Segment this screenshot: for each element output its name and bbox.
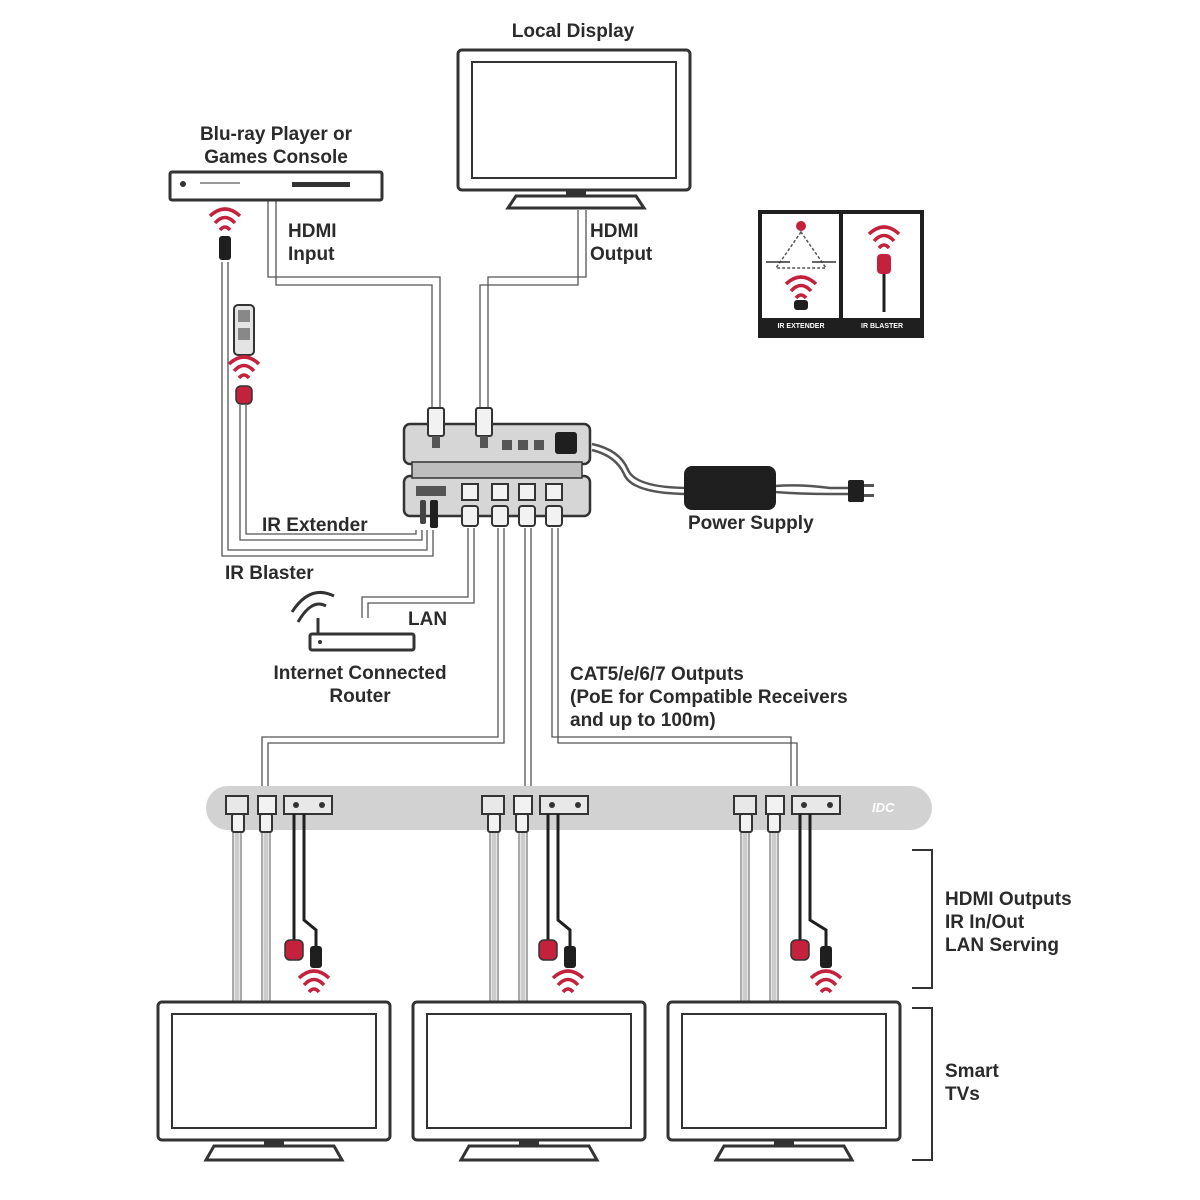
source-label-line-2: Games Console xyxy=(204,147,348,168)
brackets xyxy=(912,849,933,1161)
smart-tv-1 xyxy=(156,1000,392,1162)
ir-blaster-source xyxy=(208,207,242,260)
local-display xyxy=(456,48,692,210)
hdmi-output-label: HDMI Output xyxy=(590,220,652,266)
hdmi-input-line-1: HDMI xyxy=(288,221,337,242)
local-display-label: Local Display xyxy=(511,21,635,42)
smart-tvs-label: Smart TVs xyxy=(945,1060,999,1106)
lan-label: LAN xyxy=(408,609,448,630)
router-line-2: Router xyxy=(329,686,391,707)
ir-blaster-label: IR Blaster xyxy=(225,563,314,584)
router-line-1: Internet Connected xyxy=(273,663,447,684)
source-label: Blu-ray Player or Games Console xyxy=(170,123,382,169)
cables xyxy=(221,200,850,790)
legend-ir-extender-label: IR EXTENDER xyxy=(764,320,838,334)
power-supply xyxy=(684,466,874,510)
smart-tvs-line-2: TVs xyxy=(945,1084,980,1105)
cat-outputs-label: CAT5/e/6/7 Outputs (PoE for Compatible R… xyxy=(570,663,848,732)
legend-ir-blaster-label: IR BLASTER xyxy=(845,320,919,334)
receiver-cable-outlines xyxy=(232,830,779,1002)
receivers xyxy=(206,786,932,833)
ir-legend xyxy=(758,210,924,338)
receiver-outputs-label: HDMI Outputs IR In/Out LAN Serving xyxy=(945,888,1072,957)
receiver-outputs-line-2: IR In/Out xyxy=(945,912,1025,933)
receiver-outputs-line-3: LAN Serving xyxy=(945,935,1060,956)
cat-outputs-line-3: and up to 100m) xyxy=(570,710,716,731)
hdmi-output-line-1: HDMI xyxy=(590,221,639,242)
hdmi-output-line-2: Output xyxy=(590,244,653,265)
receiver-ir-cables xyxy=(292,814,828,948)
ir-extender-sensor xyxy=(227,304,261,405)
router-label: Internet Connected Router xyxy=(255,662,465,708)
smart-tv-2 xyxy=(411,1000,647,1162)
power-supply-label: Power Supply xyxy=(688,513,814,534)
smart-tv-3 xyxy=(666,1000,902,1162)
source-label-line-1: Blu-ray Player or xyxy=(199,124,353,145)
receiver-cables xyxy=(234,830,777,1002)
receiver-ir-devices xyxy=(284,939,843,994)
ir-extender-label: IR Extender xyxy=(262,515,368,536)
hdmi-input-label: HDMI Input xyxy=(288,220,337,266)
smart-tvs-line-1: Smart xyxy=(945,1061,999,1082)
bluray-player xyxy=(168,170,384,202)
receiver-outputs-line-1: HDMI Outputs xyxy=(945,889,1072,910)
cat-outputs-line-2: (PoE for Compatible Receivers xyxy=(570,687,848,708)
router xyxy=(290,591,416,652)
hdmi-input-line-2: Input xyxy=(288,244,335,265)
receiver-brand-logo: IDC xyxy=(872,800,895,815)
matrix-switch xyxy=(402,407,592,528)
cat-outputs-line-1: CAT5/e/6/7 Outputs xyxy=(570,664,744,685)
